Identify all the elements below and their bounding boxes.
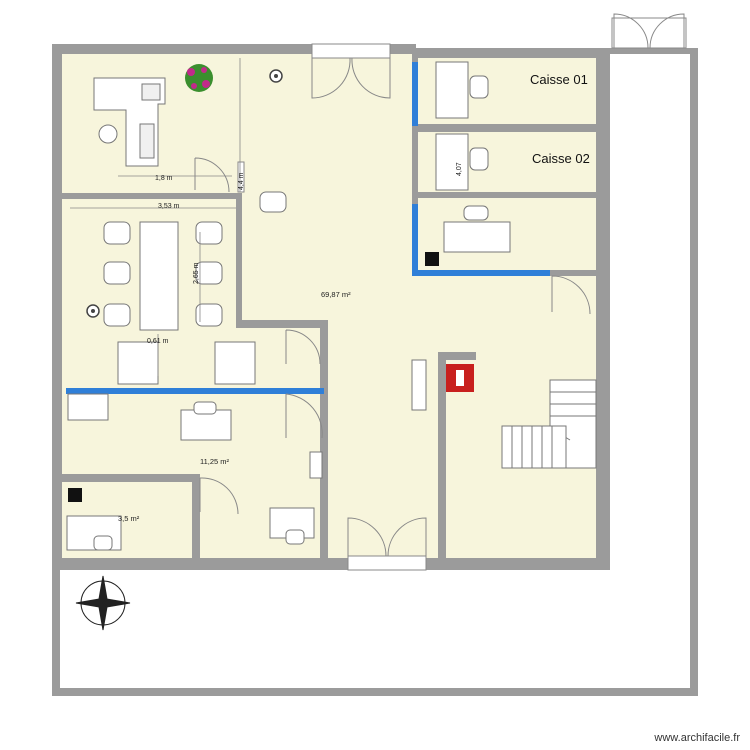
office-desks: [66, 341, 427, 551]
doors: [194, 13, 687, 571]
dimension-2-65: 2,65 m: [193, 262, 200, 284]
staircase: [501, 379, 597, 469]
terrace-outline: [52, 48, 698, 696]
caisse-01-label: Caisse 01: [530, 72, 588, 87]
caisse-02-label: Caisse 02: [532, 151, 590, 166]
printer-icon: [68, 252, 439, 502]
dimension-3-53: 3,53 m: [158, 203, 180, 210]
caisse-desks: [435, 61, 511, 253]
dimension-0-61: 0,61 m: [147, 338, 169, 345]
exterior-walls: [52, 44, 610, 570]
dimension-1-8: 1,8 m: [155, 175, 173, 182]
vent-icon: [86, 69, 283, 318]
watermark: www.archifacile.fr: [654, 732, 740, 744]
dimension-4-4: 4,4 m: [238, 172, 245, 190]
dimension-lines: [70, 58, 241, 376]
meeting-table: [103, 191, 287, 331]
compass-rose-icon: [75, 575, 131, 631]
small-office-area-label: 3,5 m²: [118, 514, 140, 523]
reception-desk: [93, 77, 166, 167]
plant-icon: [185, 64, 213, 92]
glazed-partitions: [66, 62, 550, 394]
main-area-label: 69,87 m²: [321, 290, 351, 299]
fire-extinguisher-icon: [446, 364, 474, 392]
office-area-label: 11,25 m²: [200, 457, 230, 466]
dimension-4-07: 4,07: [456, 162, 463, 176]
